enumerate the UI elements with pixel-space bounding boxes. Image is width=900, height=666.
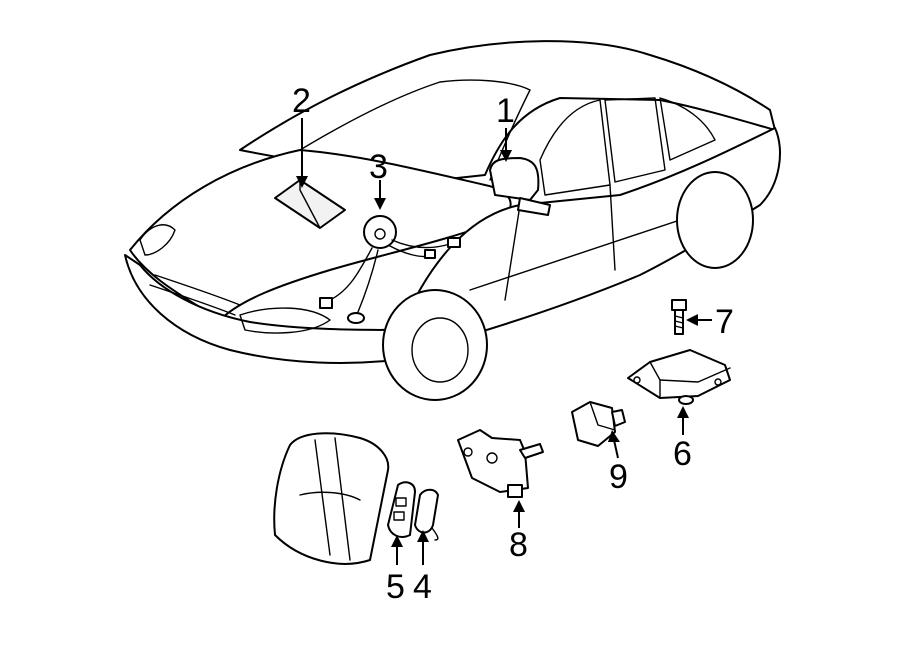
seat-sensor-5: [387, 481, 416, 538]
leader-lines: [296, 118, 712, 565]
callout-2: 2: [292, 82, 311, 120]
callout-8: 8: [509, 526, 528, 564]
car-illustration: [124, 40, 781, 401]
callout-1: 1: [496, 92, 515, 130]
seat-sensor-4: [414, 488, 439, 541]
seat-illustration: [273, 432, 390, 565]
control-module-6: [627, 349, 731, 405]
callout-9: 9: [609, 458, 628, 496]
impact-sensor-8: [457, 429, 544, 498]
callout-5: 5: [386, 568, 405, 606]
callout-6: 6: [673, 435, 692, 473]
callout-4: 4: [413, 568, 432, 606]
callout-3: 3: [369, 148, 388, 186]
callout-7: 7: [715, 303, 734, 341]
bolt-7: [671, 299, 687, 335]
sensor-9: [571, 401, 626, 447]
